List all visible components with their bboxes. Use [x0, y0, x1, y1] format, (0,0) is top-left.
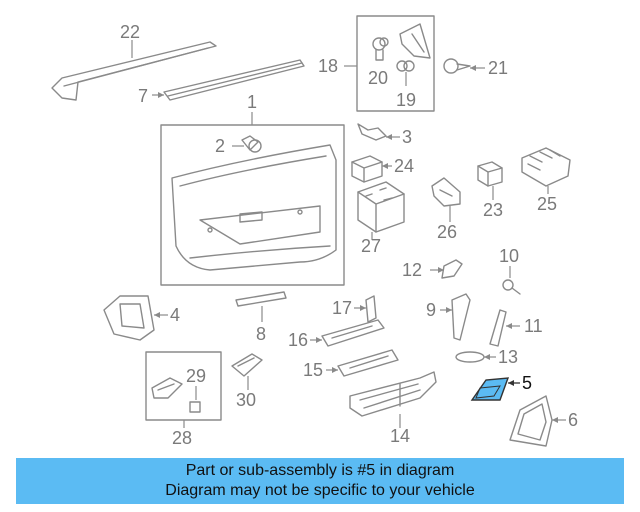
callout-12[interactable]: 12 — [402, 260, 422, 280]
callout-20[interactable]: 20 — [368, 68, 388, 88]
part-2-clip[interactable] — [232, 135, 262, 153]
part-19-clip[interactable] — [396, 60, 415, 86]
part-21-screw[interactable] — [443, 58, 485, 74]
part-9-trim[interactable] — [440, 293, 471, 341]
part-5-highlighted[interactable] — [470, 377, 520, 401]
part-25-switch-assembly[interactable] — [521, 147, 571, 194]
part-24-switch[interactable] — [351, 155, 392, 183]
part-28-handle[interactable] — [151, 377, 183, 399]
callout-5[interactable]: 5 — [522, 373, 532, 393]
part-7-strip[interactable] — [152, 59, 305, 101]
part-8-strip[interactable] — [235, 291, 287, 322]
callout-21[interactable]: 21 — [488, 58, 508, 78]
callout-23[interactable]: 23 — [483, 200, 503, 220]
callout-8[interactable]: 8 — [256, 324, 266, 344]
callout-30[interactable]: 30 — [236, 390, 256, 410]
part-group-28-box — [145, 351, 222, 428]
banner-line-2: Diagram may not be specific to your vehi… — [165, 482, 475, 499]
part-30-handle[interactable] — [231, 353, 263, 390]
part-11-trim[interactable] — [489, 309, 520, 347]
callout-4[interactable]: 4 — [170, 305, 180, 325]
callout-1[interactable]: 1 — [247, 92, 257, 112]
callout-17[interactable]: 17 — [332, 298, 352, 318]
part-15-trim[interactable] — [326, 349, 399, 377]
callout-6[interactable]: 6 — [568, 410, 578, 430]
part-27-switch[interactable] — [357, 181, 405, 240]
banner-line-1: Part or sub-assembly is #5 in diagram — [185, 462, 455, 479]
part-12-cover[interactable] — [430, 259, 463, 279]
part-13-ring[interactable] — [455, 351, 496, 363]
callout-22[interactable]: 22 — [120, 22, 140, 42]
part-29-clip[interactable] — [189, 386, 201, 413]
part-4-pocket[interactable] — [103, 295, 168, 341]
callout-7[interactable]: 7 — [138, 86, 148, 106]
part-3-clip[interactable] — [357, 123, 400, 141]
callout-15[interactable]: 15 — [303, 360, 323, 380]
callout-24[interactable]: 24 — [394, 156, 414, 176]
callout-13[interactable]: 13 — [498, 347, 518, 367]
callout-29[interactable]: 29 — [186, 366, 206, 386]
part-22-molding[interactable] — [51, 40, 217, 101]
callout-19[interactable]: 19 — [396, 90, 416, 110]
info-banner: Part or sub-assembly is #5 in diagram Di… — [16, 458, 624, 504]
part-17-clip[interactable] — [354, 295, 377, 323]
callout-14[interactable]: 14 — [390, 426, 410, 446]
part-1-door-panel-box[interactable] — [160, 112, 345, 286]
callout-11[interactable]: 11 — [524, 316, 543, 336]
callout-26[interactable]: 26 — [437, 222, 457, 242]
part-20-clip[interactable] — [372, 37, 389, 61]
part-10-screw[interactable] — [502, 266, 521, 295]
part-14-armrest[interactable] — [349, 371, 437, 428]
callout-3[interactable]: 3 — [402, 127, 412, 147]
callout-16[interactable]: 16 — [288, 330, 308, 350]
callout-10[interactable]: 10 — [499, 246, 519, 266]
part-6-frame[interactable] — [509, 395, 566, 447]
callout-25[interactable]: 25 — [537, 194, 557, 214]
callout-28[interactable]: 28 — [172, 428, 192, 448]
callout-27[interactable]: 27 — [361, 236, 381, 256]
part-23-block[interactable] — [477, 161, 503, 200]
callout-2[interactable]: 2 — [215, 136, 225, 156]
part-group-18-box — [344, 15, 435, 112]
callout-18[interactable]: 18 — [318, 56, 338, 76]
callout-9[interactable]: 9 — [426, 300, 436, 320]
part-16-bracket[interactable] — [310, 319, 385, 347]
part-18-bracket[interactable] — [399, 23, 431, 59]
part-26-bracket[interactable] — [431, 177, 461, 222]
